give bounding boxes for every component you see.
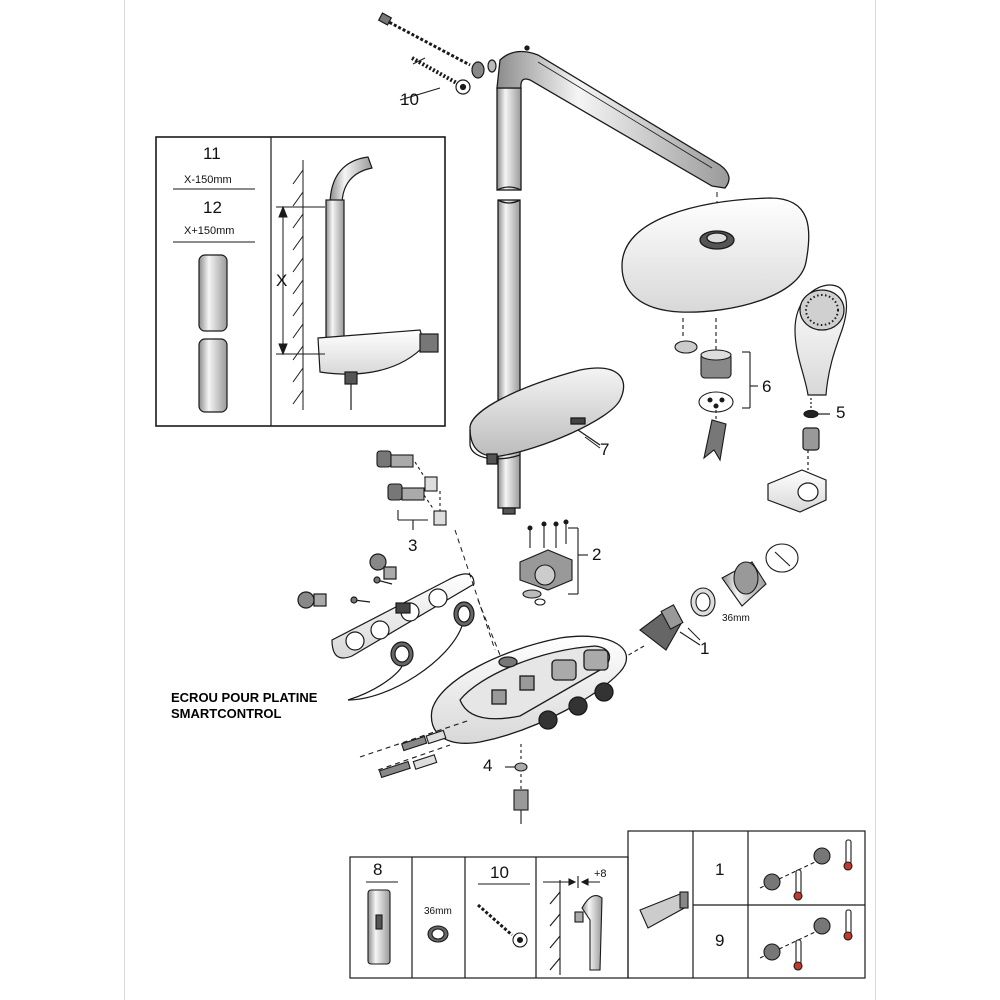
wall-hatching xyxy=(292,160,304,410)
callout-2: 2 xyxy=(592,545,602,564)
x-dimension-line xyxy=(276,205,325,356)
shelf xyxy=(469,367,625,465)
inset-item-11: 11 xyxy=(203,144,221,163)
legend-item-9: 9 xyxy=(715,931,725,950)
smartcontrol-wall-plate xyxy=(297,553,475,701)
diverter-cartridge-2 xyxy=(519,519,588,606)
inset-item-12: 12 xyxy=(203,198,222,217)
thermostat-body xyxy=(430,529,627,744)
note-line-2: SMARTCONTROL xyxy=(171,706,282,721)
callout-4: 4 xyxy=(483,756,493,775)
legend-item-1: 1 xyxy=(715,860,725,879)
inset-item-11-size: X-150mm xyxy=(184,174,232,186)
callout-7: 7 xyxy=(600,440,610,459)
smartcontrol-nut-note: ECROU POUR PLATINE SMARTCONTROL xyxy=(171,690,317,722)
legend-item-8: 8 xyxy=(373,860,383,879)
legend-offset: +8 xyxy=(594,868,607,880)
connector-set-3 xyxy=(376,450,447,530)
callout-6: 6 xyxy=(762,377,772,396)
callout-3: 3 xyxy=(408,536,418,555)
hand-shower xyxy=(767,284,848,513)
note-line-1: ECROU POUR PLATINE xyxy=(171,690,318,705)
bottom-fixings xyxy=(359,719,529,824)
extension-tube-illustration xyxy=(198,254,228,413)
inset-item-12-size: X+150mm xyxy=(184,225,235,237)
legend-nut-size: 36mm xyxy=(424,906,452,917)
legend-item-10: 10 xyxy=(490,863,509,882)
callout-5: 5 xyxy=(836,403,846,422)
inset-dimension-x: X xyxy=(276,271,288,290)
wall-anchor-screw xyxy=(377,12,497,101)
callout-leaders xyxy=(584,436,701,641)
legend-illustrations xyxy=(367,876,689,975)
rain-shower-head xyxy=(621,192,810,313)
spray-insert-set xyxy=(674,318,758,462)
extension-inset xyxy=(155,136,446,427)
nut-size-label: 36mm xyxy=(722,613,750,624)
mini-shower-column xyxy=(317,156,439,410)
callout-10: 10 xyxy=(400,90,419,109)
callout-1: 1 xyxy=(700,639,710,658)
thermostat-orientation-icons xyxy=(759,839,853,971)
legend-table xyxy=(349,830,866,979)
